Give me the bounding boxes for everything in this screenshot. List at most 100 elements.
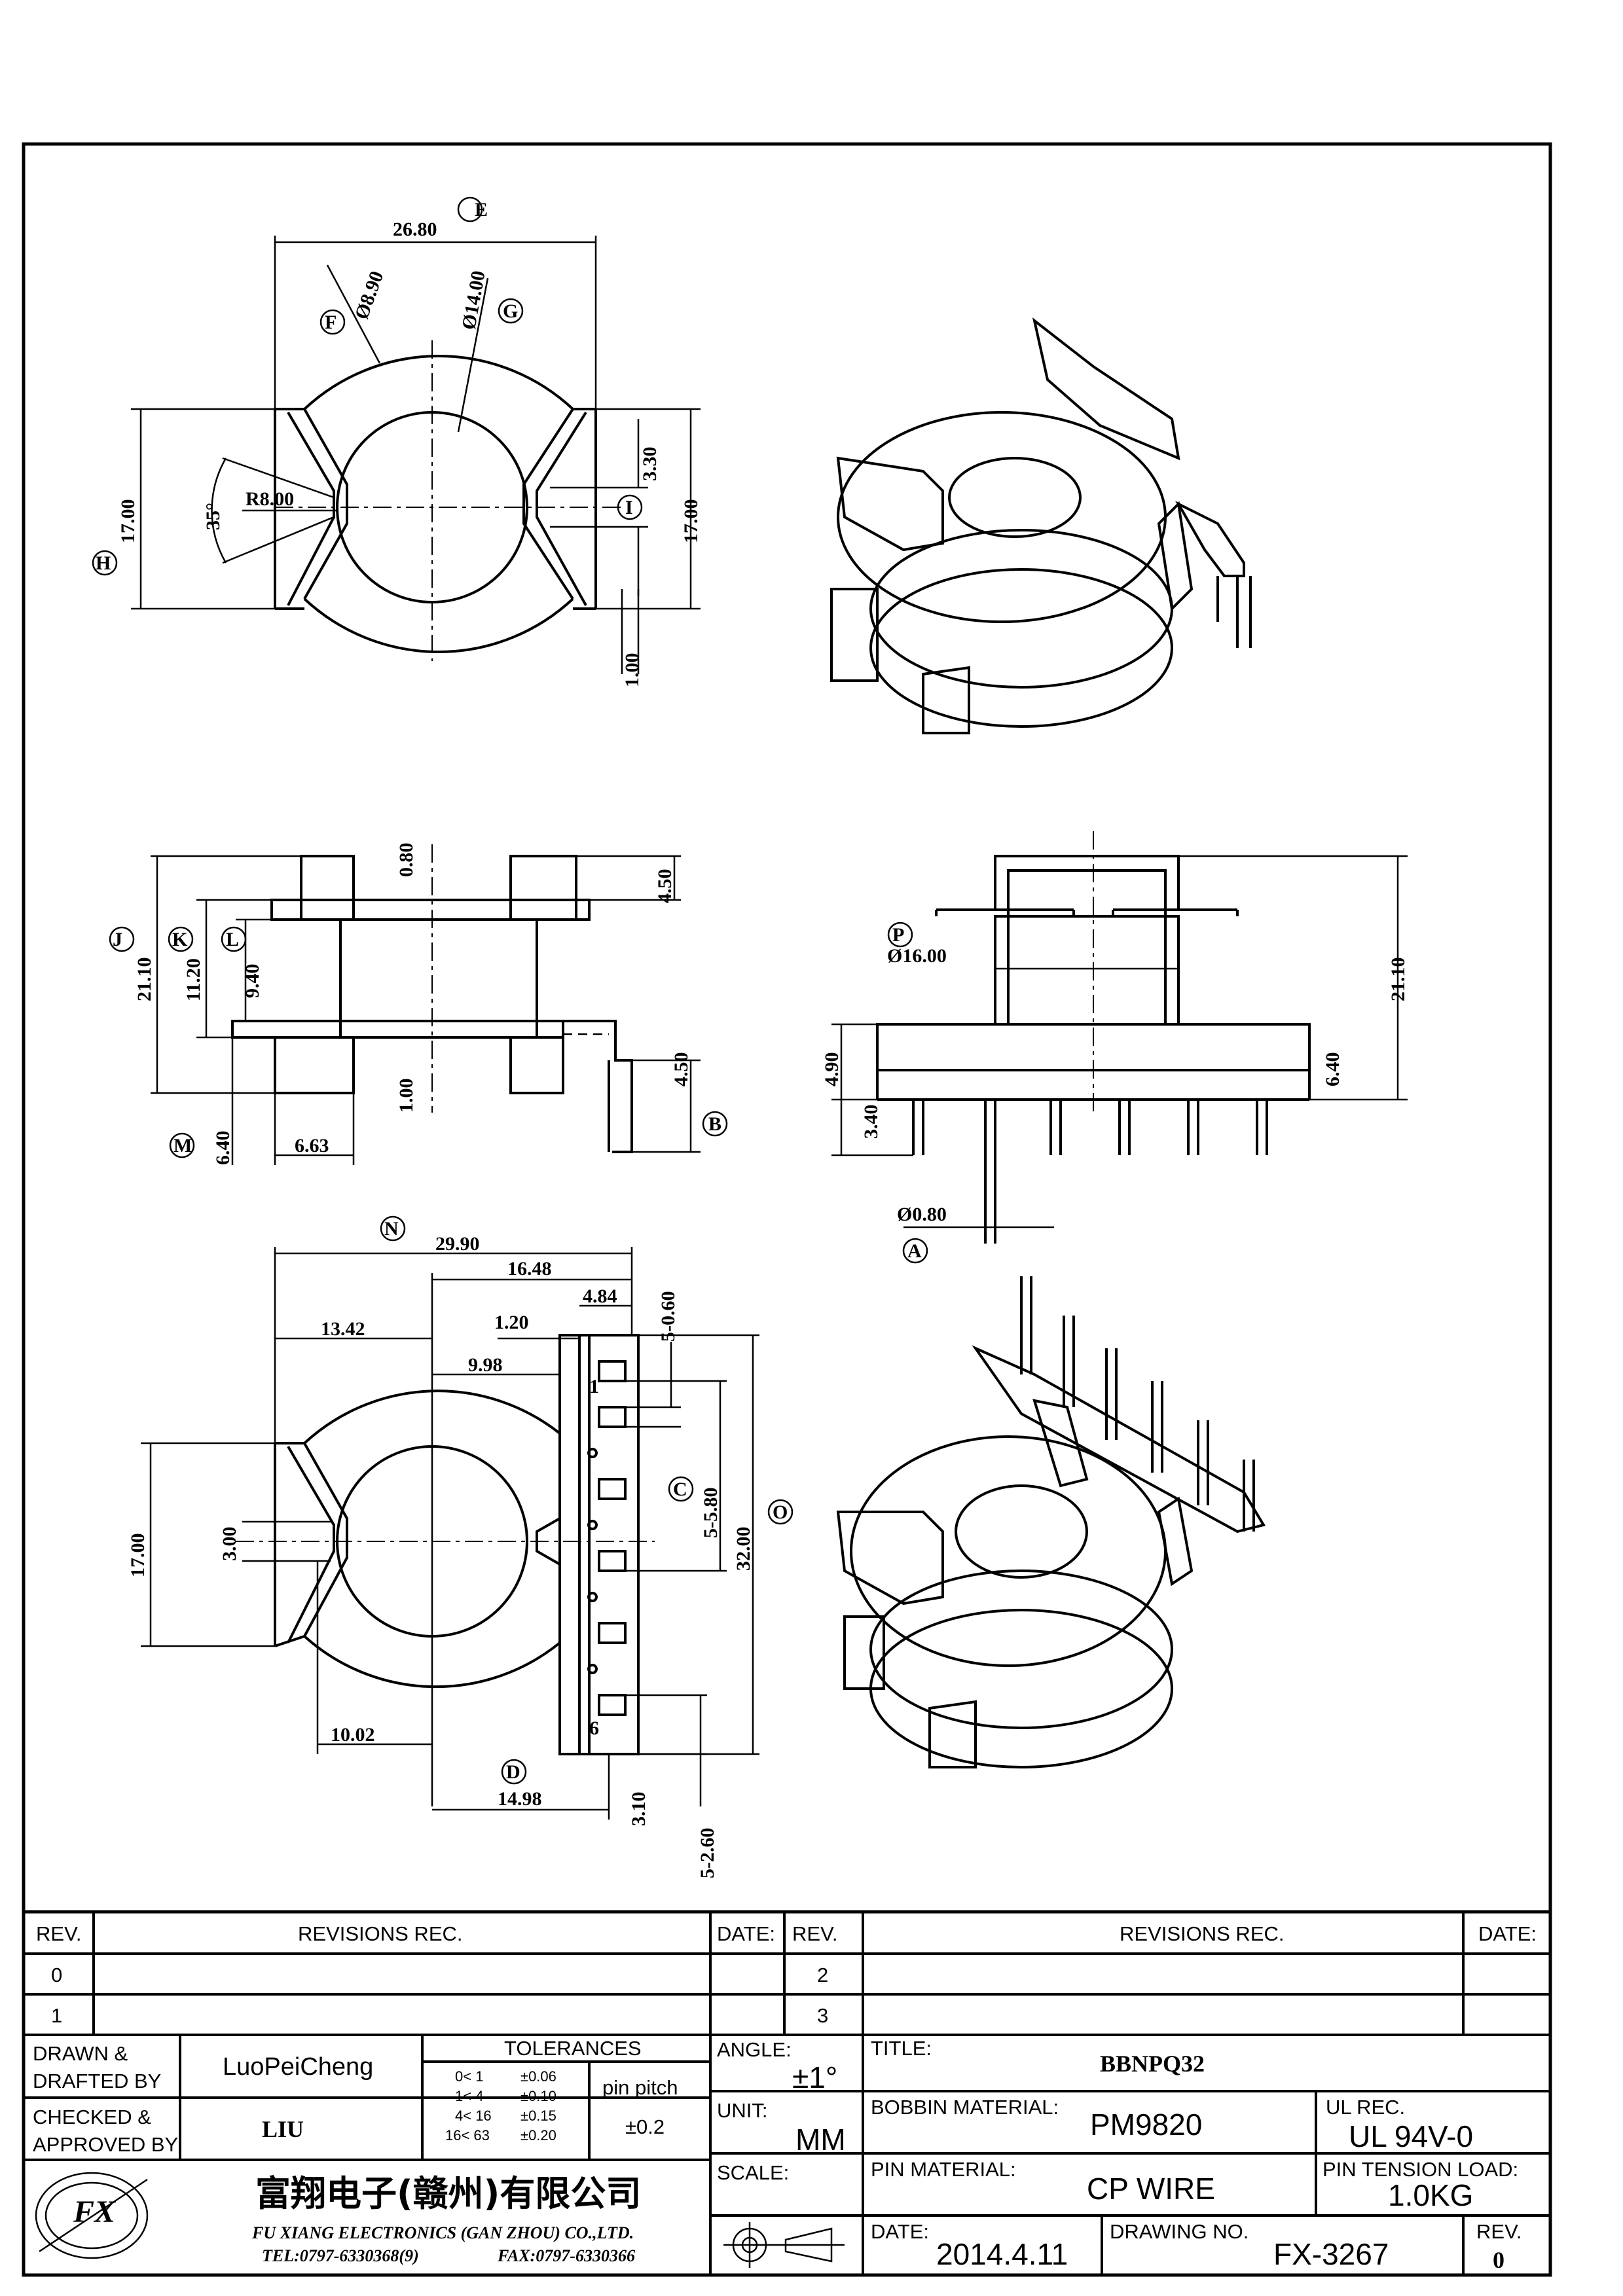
label-p: P <box>892 924 904 946</box>
tol-value-3: ±0.20 <box>520 2127 556 2144</box>
logo-text: FX <box>73 2195 116 2229</box>
dim-l: 9.40 <box>242 964 263 999</box>
bobbin-material-label: BOBBIN MATERIAL: <box>871 2096 1059 2119</box>
dim-total: 21.10 <box>1387 958 1409 1002</box>
tol-value-1: ±0.10 <box>520 2088 556 2104</box>
dim-bottom: 1.00 <box>621 653 643 688</box>
drawing-no-label: DRAWING NO. <box>1110 2220 1249 2243</box>
company-en: FU XIANG ELECTRONICS (GAN ZHOU) CO.,LTD. <box>251 2223 634 2242</box>
dim-width: 26.80 <box>393 219 437 240</box>
drawing-no-value: FX-3267 <box>1273 2237 1389 2271</box>
pin-pitch-label: pin pitch <box>602 2076 678 2099</box>
dim-o: 32.00 <box>733 1527 754 1571</box>
company-cn: 富翔电子(赣州)有限公司 <box>255 2173 641 2214</box>
dim-n: 29.90 <box>435 1233 480 1255</box>
dim-f: Ø8.90 <box>351 268 388 323</box>
revisions-header-2: REVISIONS REC. <box>1120 1922 1285 1945</box>
checked-value: LIU <box>262 2116 304 2142</box>
scale-label: SCALE: <box>717 2161 789 2184</box>
tol-value-2: ±0.15 <box>520 2108 556 2124</box>
drawn-label-2: DRAFTED BY <box>33 2070 161 2092</box>
drawn-label-1: DRAWN & <box>33 2042 128 2065</box>
rev-row-2: 2 <box>817 1964 828 1986</box>
dim-top-flange: 0.80 <box>395 843 417 878</box>
rev-value: 0 <box>1493 2247 1504 2273</box>
dim-r: R8.00 <box>246 488 294 510</box>
dim-pin-len: 3.40 <box>860 1105 882 1139</box>
checked-label-1: CHECKED & <box>33 2106 151 2128</box>
dim-right: 17.00 <box>680 499 702 544</box>
dim-bot-flange: 1.00 <box>395 1079 417 1113</box>
dim-g: Ø14.00 <box>458 269 489 331</box>
checked-label-2: APPROVED BY <box>33 2133 178 2156</box>
rev-header: REV. <box>36 1922 82 1945</box>
label-k: K <box>172 929 188 950</box>
ul-value: UL 94V-0 <box>1349 2119 1473 2153</box>
dim-top-h: 4.50 <box>654 869 676 904</box>
title-label: TITLE: <box>871 2037 932 2060</box>
rev-header-2: REV. <box>792 1922 838 1945</box>
label-j: J <box>113 929 122 950</box>
dim-angle: 35° <box>202 503 224 530</box>
label-i: I <box>625 497 633 518</box>
dim-top-pin: 5-0.60 <box>657 1291 679 1342</box>
dim-k: 11.20 <box>183 958 204 1001</box>
angle-label: ANGLE: <box>717 2038 792 2061</box>
rev-row-0: 0 <box>51 1964 62 1986</box>
date-value: 2014.4.11 <box>936 2237 1068 2271</box>
dim-bot-pin: 5-2.60 <box>697 1828 718 1879</box>
iso-view-top <box>830 317 1252 734</box>
label-l: L <box>226 929 239 950</box>
tol-range-3: 16< 63 <box>445 2127 490 2144</box>
dim-pin-dia: Ø0.80 <box>897 1204 947 1225</box>
pin-6-label: 6 <box>589 1717 599 1739</box>
unit-label: UNIT: <box>717 2099 768 2122</box>
tol-value-0: ±0.06 <box>520 2068 556 2085</box>
label-b: B <box>708 1113 721 1135</box>
dim-310: 3.10 <box>628 1792 649 1827</box>
title-block: REV. REVISIONS REC. DATE: REV. REVISIONS… <box>33 1922 1537 2273</box>
tol-range-0: 0< 1 <box>455 2068 483 2085</box>
label-a: A <box>907 1240 922 1262</box>
company-fax: FAX:0797-6330366 <box>497 2246 635 2265</box>
revisions-header: REVISIONS REC. <box>298 1922 463 1945</box>
dim-base-right: 6.40 <box>1322 1052 1343 1087</box>
ul-label: UL REC. <box>1326 2096 1405 2119</box>
tol-range-1: 1< 4 <box>455 2088 483 2104</box>
label-c: C <box>673 1479 687 1500</box>
unit-value: MM <box>795 2123 846 2157</box>
label-o: O <box>773 1501 788 1523</box>
dim-p: Ø16.00 <box>887 945 947 967</box>
tol-range-2: 4< 16 <box>455 2108 492 2124</box>
label-d: D <box>506 1761 520 1783</box>
bottom-view: 29.90 N 16.48 4.84 13.42 1.20 9.98 17.00… <box>127 1215 793 1879</box>
rev-row-1: 1 <box>51 2004 62 2027</box>
dim-i: 3.30 <box>639 447 661 482</box>
dim-17: 17.00 <box>127 1534 149 1578</box>
dim-j: 21.10 <box>134 958 155 1002</box>
pin-pitch-value: ±0.2 <box>625 2115 665 2138</box>
drawn-value: LuoPeiCheng <box>223 2053 373 2081</box>
dim-b: 4.50 <box>670 1052 692 1087</box>
iso-view-bottom <box>836 1276 1266 1768</box>
dim-d: 14.98 <box>498 1788 542 1810</box>
title-value: BBNPQ32 <box>1100 2051 1205 2077</box>
date-header: DATE: <box>717 1922 775 1945</box>
front-view: Ø16.00 P 21.10 4.90 3.40 6.40 Ø0.80 A <box>821 831 1409 1264</box>
label-h: H <box>96 552 111 574</box>
dim-m: 6.40 <box>212 1131 234 1166</box>
dim-1648: 16.48 <box>507 1258 552 1280</box>
angle-value: ±1° <box>792 2060 837 2094</box>
pin-material-value: CP WIRE <box>1087 2172 1215 2206</box>
label-g: G <box>503 300 518 322</box>
dim-120: 1.20 <box>494 1312 529 1333</box>
dim-1342: 13.42 <box>321 1318 365 1340</box>
date-header-2: DATE: <box>1478 1922 1537 1945</box>
dim-h: 17.00 <box>117 499 139 544</box>
pin-material-label: PIN MATERIAL: <box>871 2158 1016 2181</box>
dim-998: 9.98 <box>468 1354 503 1376</box>
date-label: DATE: <box>871 2220 929 2243</box>
title-block-grid <box>24 1910 1550 2275</box>
bobbin-material-value: PM9820 <box>1090 2108 1202 2142</box>
pin-tension-value: 1.0KG <box>1388 2178 1473 2212</box>
